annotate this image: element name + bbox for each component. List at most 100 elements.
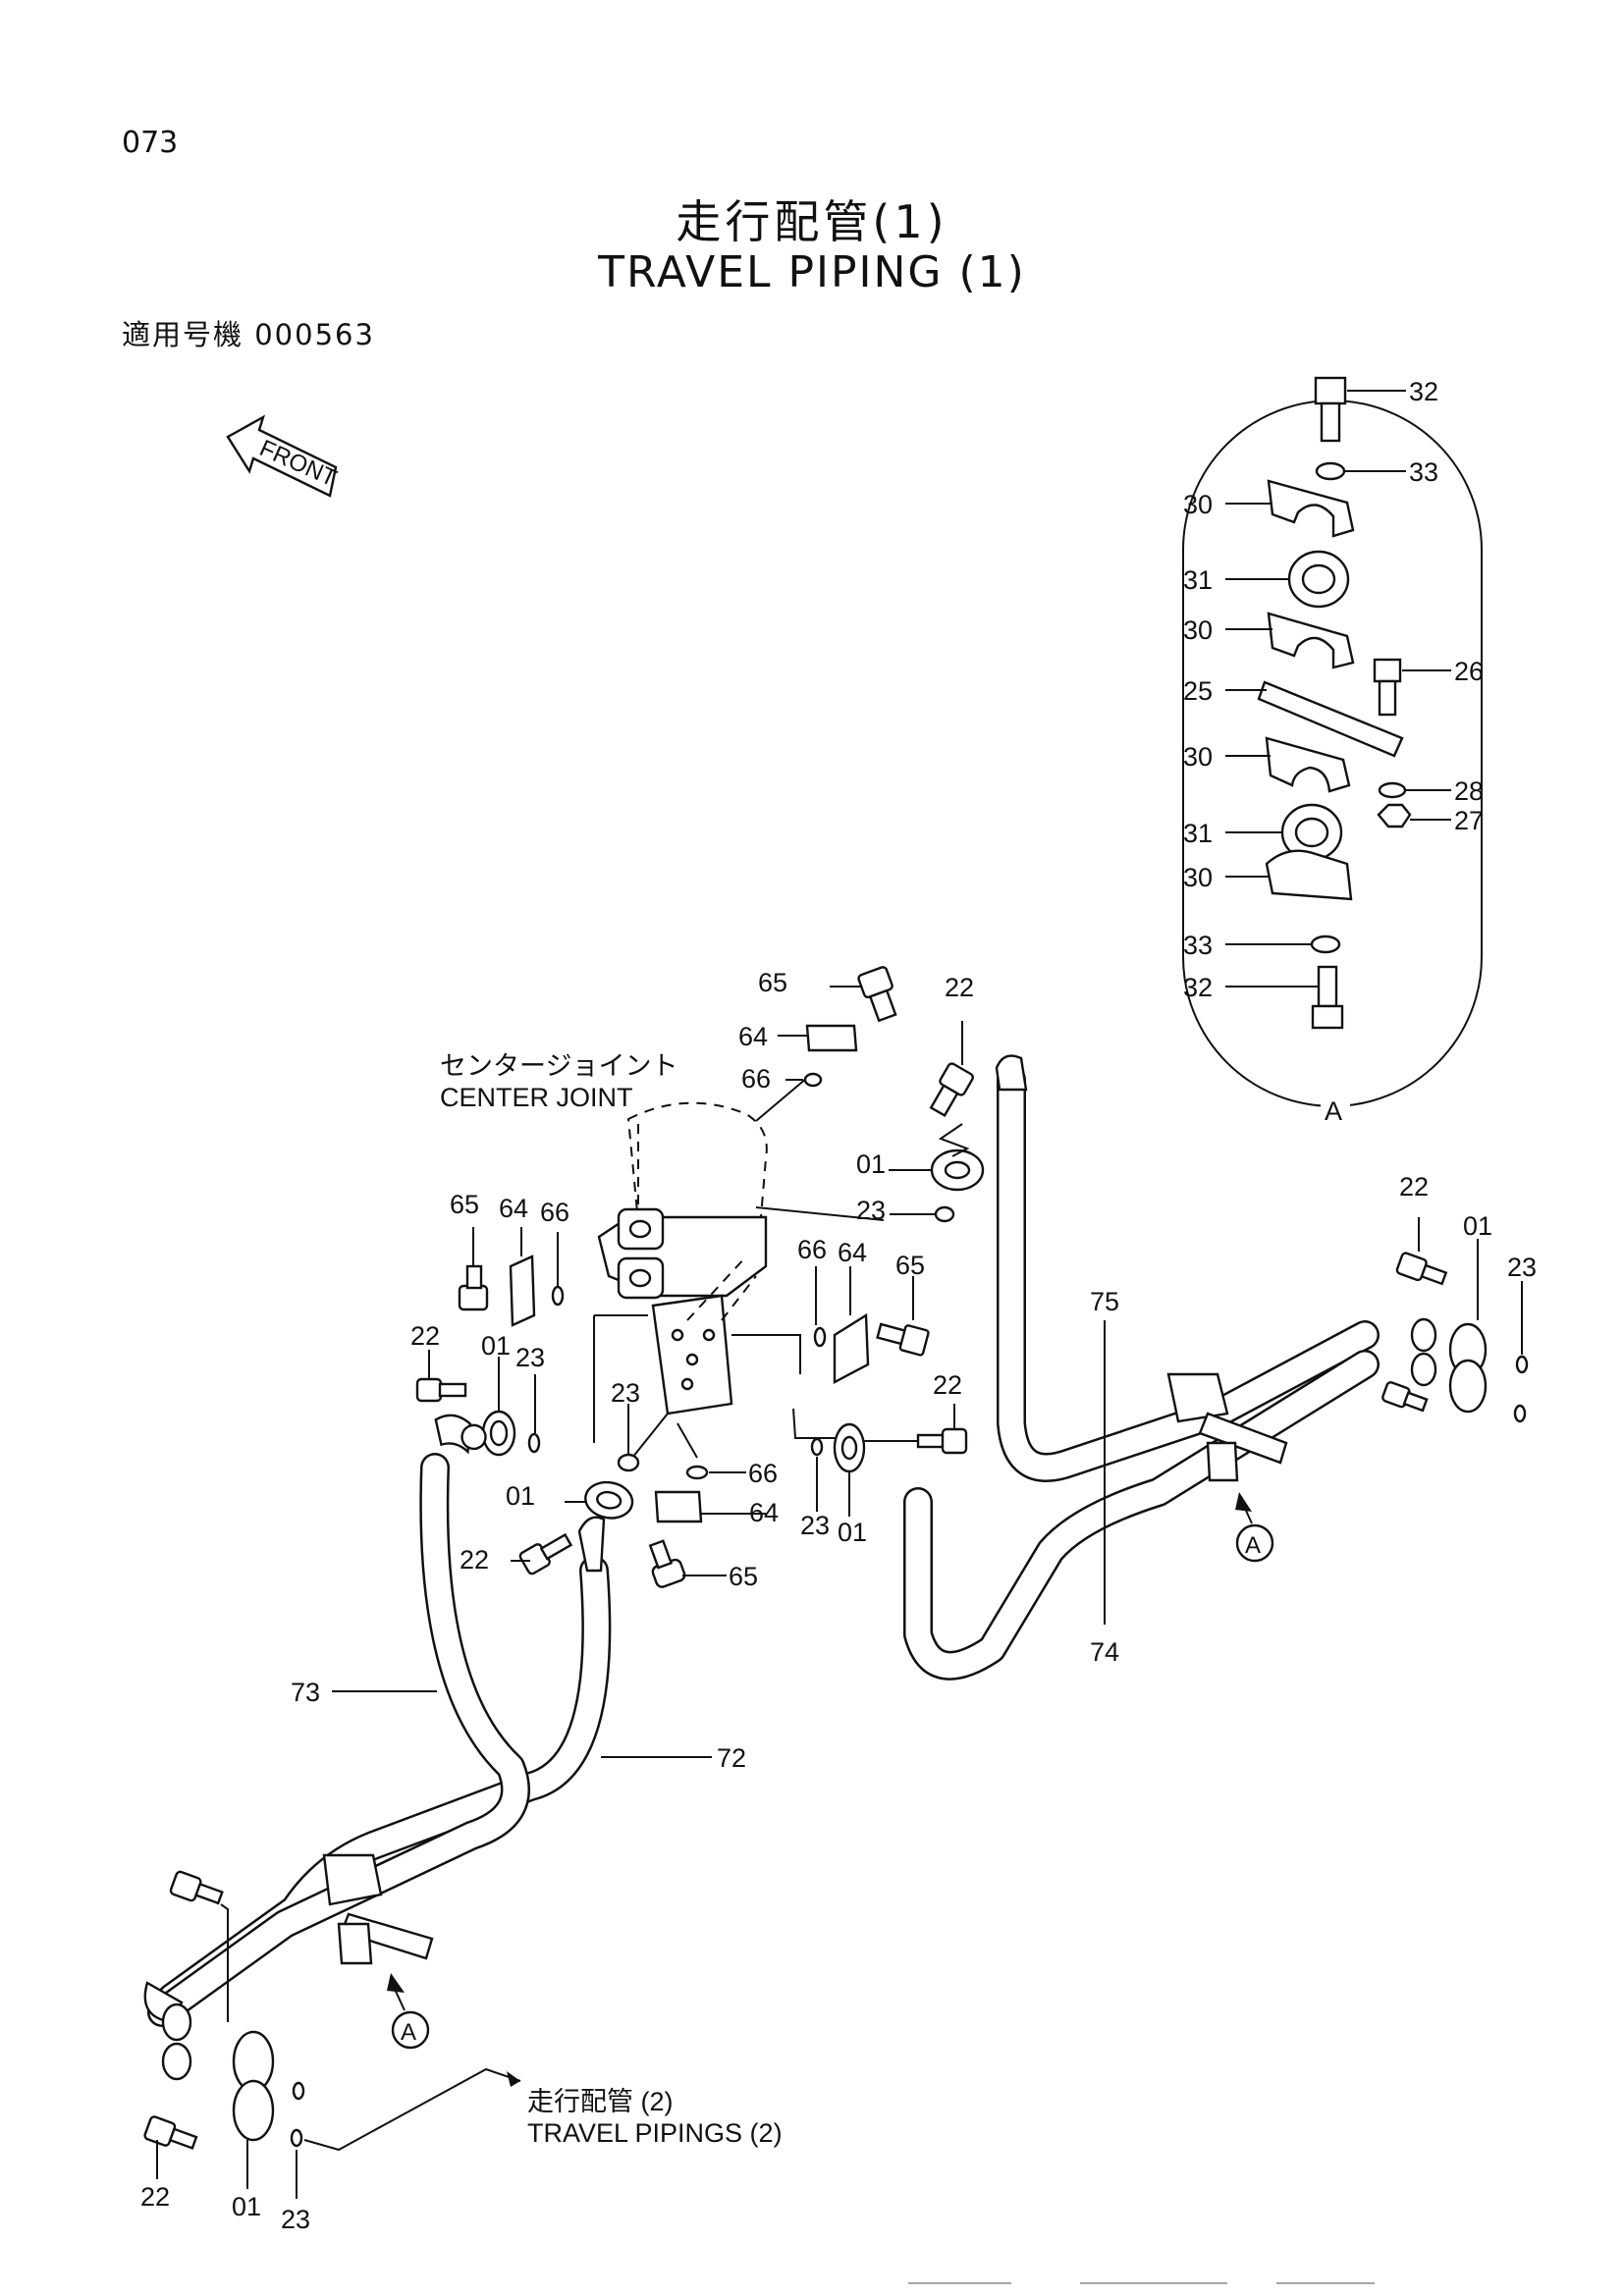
- port-cover-set-top: [778, 966, 897, 1088]
- center-joint-label-jp: センタージョイント: [440, 1051, 677, 1081]
- fitting-set-bottom-left: [143, 1870, 521, 2199]
- callout: 65: [729, 1562, 758, 1591]
- plate-icon: [1257, 680, 1404, 758]
- fitting-set-middle: [511, 1465, 766, 1588]
- callout: 01: [232, 2192, 261, 2221]
- grommet-icon: [1280, 803, 1343, 862]
- view-marker-a: A: [1235, 1492, 1274, 1563]
- hose-72: [157, 1516, 612, 2012]
- fitting-set-right: [810, 1404, 968, 1517]
- callout: 30: [1183, 863, 1213, 892]
- callout: 33: [1183, 931, 1213, 960]
- callout: 72: [717, 1743, 746, 1773]
- o-ring-icon: [551, 1285, 565, 1307]
- callout: 01: [481, 1331, 511, 1361]
- callout: 66: [797, 1235, 827, 1264]
- washer-icon: [1315, 461, 1346, 481]
- callout: 01: [838, 1518, 867, 1547]
- callout: 66: [748, 1459, 778, 1488]
- pipe-clamp-left: [322, 1853, 434, 1965]
- front-arrow-icon: FRONT: [226, 414, 341, 498]
- applicable-serial-number: 適用号機 000563: [122, 318, 375, 351]
- callout: 64: [738, 1022, 768, 1051]
- callout: 23: [800, 1511, 830, 1540]
- callout: 22: [933, 1370, 962, 1400]
- callout: 23: [1507, 1253, 1537, 1282]
- callout: 65: [895, 1251, 925, 1280]
- callout: 30: [1183, 490, 1213, 519]
- callout: 65: [450, 1190, 479, 1219]
- callout: 22: [1399, 1172, 1429, 1201]
- callout: 74: [1090, 1637, 1119, 1667]
- reference-note-en: TRAVEL PIPINGS (2): [527, 2118, 783, 2148]
- callout: 25: [1183, 676, 1213, 706]
- callout-labels: 65 64 66 22 01 23 65 64 66 22 01 23 23 6…: [140, 968, 1537, 2234]
- callout: 31: [1183, 819, 1213, 848]
- reference-note-jp: 走行配管 (2): [527, 2087, 674, 2116]
- callout: 28: [1454, 776, 1484, 806]
- callout: 64: [838, 1238, 867, 1267]
- o-ring-icon: [813, 1326, 827, 1348]
- callout: 32: [1183, 973, 1213, 1002]
- callout: 73: [291, 1678, 320, 1707]
- hose-74: [903, 1350, 1380, 1681]
- detail-view-a: A: [1182, 376, 1484, 1127]
- callout: 23: [515, 1343, 545, 1372]
- callout: 22: [945, 973, 974, 1002]
- callout: 26: [1454, 657, 1484, 686]
- fitting-set-left: [415, 1350, 640, 1472]
- pipe-clamp-right: [1166, 1372, 1288, 1482]
- port-cover-set-left: [458, 1227, 565, 1327]
- callout: 22: [140, 2182, 170, 2212]
- o-ring-icon: [803, 1072, 823, 1088]
- callout: 30: [1183, 742, 1213, 772]
- washer-icon: [1378, 781, 1407, 799]
- detail-view-a-name: A: [1325, 1096, 1342, 1126]
- callout: 66: [741, 1064, 771, 1094]
- callout: 33: [1409, 457, 1438, 487]
- fitting-set-top-right: [889, 1021, 985, 1223]
- clamp-half-icon: [1267, 479, 1355, 538]
- callout: 27: [1454, 806, 1484, 835]
- svg-text:A: A: [401, 2019, 416, 2046]
- callout: 23: [856, 1196, 886, 1225]
- front-label: FRONT: [255, 435, 341, 492]
- nut-icon: [1377, 803, 1412, 828]
- callout: 30: [1183, 615, 1213, 645]
- callout: 01: [856, 1149, 886, 1179]
- detail-view-a-outline: [1182, 400, 1483, 1107]
- callout: 64: [499, 1194, 528, 1223]
- callout: 31: [1183, 565, 1213, 595]
- hose-75: [995, 1054, 1380, 1482]
- cover-plate-icon: [805, 1024, 858, 1052]
- svg-text:A: A: [1245, 1532, 1261, 1559]
- cover-plate-icon: [833, 1312, 870, 1384]
- callout: 01: [506, 1481, 535, 1511]
- bolt-icon: [1314, 376, 1347, 443]
- view-marker-a: A: [387, 1973, 430, 2050]
- callout: 23: [611, 1378, 640, 1408]
- bolt-icon: [1373, 658, 1402, 717]
- cover-plate-icon: [509, 1255, 536, 1327]
- grommet-icon: [1287, 550, 1350, 609]
- callout: 66: [540, 1198, 569, 1227]
- center-joint-label-en: CENTER JOINT: [440, 1083, 633, 1112]
- port-cover-set-right: [813, 1266, 930, 1384]
- callout: 65: [758, 968, 787, 997]
- callout: 01: [1463, 1211, 1492, 1241]
- page-number: 073: [122, 126, 179, 160]
- callout: 22: [460, 1545, 489, 1575]
- clamp-half-icon: [1265, 849, 1353, 901]
- bolt-icon: [1311, 965, 1344, 1030]
- callout: 75: [1090, 1287, 1119, 1316]
- center-joint: センタージョイント CENTER JOINT: [440, 1051, 885, 1415]
- callout: 22: [410, 1321, 440, 1351]
- callout: 64: [749, 1498, 779, 1527]
- page-title-english: TRAVEL PIPING (1): [598, 247, 1026, 297]
- page-title-japanese: 走行配管(1): [676, 195, 948, 248]
- clamp-half-icon: [1265, 736, 1351, 793]
- washer-icon: [1310, 934, 1341, 954]
- callout: 32: [1409, 377, 1438, 406]
- arrow-icon: [507, 2071, 520, 2087]
